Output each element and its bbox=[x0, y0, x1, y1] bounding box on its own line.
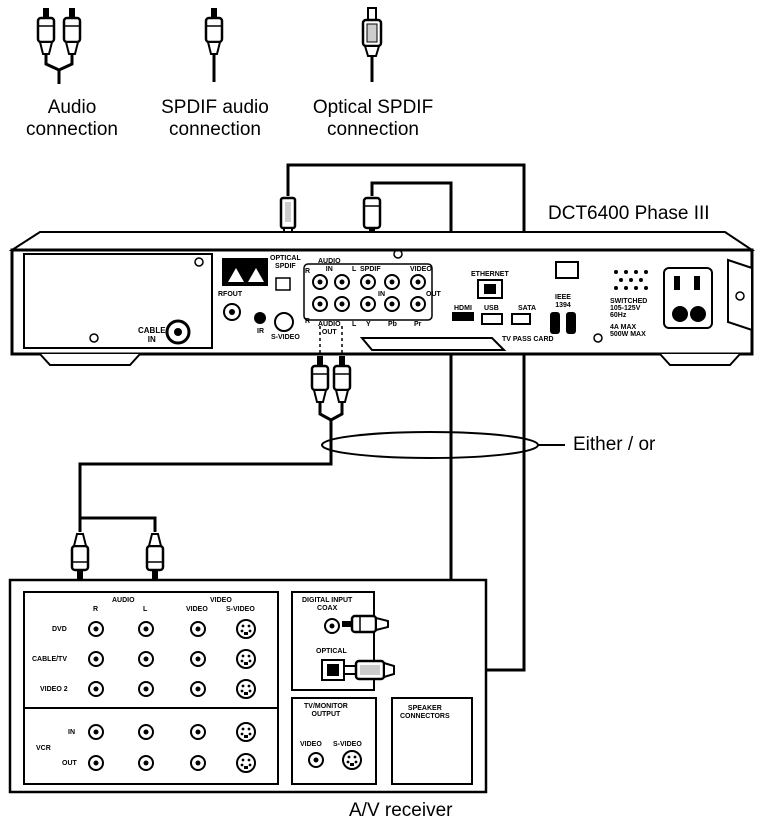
stb-l-bottom-label: L bbox=[352, 321, 357, 328]
stb-spdif-label: SPDIF bbox=[360, 266, 381, 273]
legend-spdif-label: SPDIF audio connection bbox=[161, 97, 269, 140]
stb-max-label: 4A MAX 500W MAX bbox=[610, 324, 646, 338]
device-title: DCT6400 Phase III bbox=[548, 203, 710, 224]
stb-pb-label: Pb bbox=[388, 321, 397, 328]
rcv-cable-tv-label: CABLE/TV bbox=[32, 656, 67, 663]
stb-rfout-label: RFOUT bbox=[218, 291, 243, 298]
rcv-svideo-col-label: S-VIDEO bbox=[226, 606, 255, 613]
stb-audio-in-label: AUDIO IN bbox=[318, 258, 341, 273]
stb-out-label: OUT bbox=[426, 291, 441, 298]
stb-ieee-label: IEEE 1394 bbox=[555, 294, 571, 309]
rcv-out-label: OUT bbox=[62, 760, 77, 767]
stb-r-top-label: R bbox=[305, 268, 311, 275]
stb-audio-out-label: AUDIO OUT bbox=[318, 321, 341, 336]
rcv-tv-svideo-label: S-VIDEO bbox=[333, 741, 362, 748]
either-or-label: Either / or bbox=[573, 434, 656, 455]
stb-switched-label: SWITCHED 105-125V 60Hz bbox=[610, 298, 648, 319]
stb-r-bottom-label: R bbox=[305, 318, 311, 325]
rcv-tv-monitor-label: TV/MONITOR OUTPUT bbox=[304, 703, 348, 718]
stb-usb-label: USB bbox=[484, 305, 499, 312]
rcv-video-col-label: VIDEO bbox=[186, 606, 208, 613]
stb-tv-pass-card-label: TV PASS CARD bbox=[502, 336, 554, 343]
stb-y-label: Y bbox=[366, 321, 371, 328]
stb-ir-label: IR bbox=[257, 328, 264, 335]
stb-sata-label: SATA bbox=[518, 305, 537, 312]
stb-l-top-label: L bbox=[352, 266, 357, 273]
stb-pr-label: Pr bbox=[414, 321, 422, 328]
rcv-optical-label: OPTICAL bbox=[316, 648, 347, 655]
rcv-vcr-label: VCR bbox=[36, 745, 51, 752]
rcv-dvd-label: DVD bbox=[52, 626, 67, 633]
rcv-video2-label: VIDEO 2 bbox=[40, 686, 68, 693]
rcv-audio-label: AUDIO bbox=[112, 597, 135, 604]
legend-optical-label: Optical SPDIF connection bbox=[312, 97, 434, 140]
stb-ethernet-label: ETHERNET bbox=[471, 271, 509, 278]
stb-svideo-label: S-VIDEO bbox=[271, 334, 300, 341]
receiver-title: A/V receiver bbox=[349, 800, 453, 821]
rcv-r-label: R bbox=[93, 606, 99, 613]
audio-connection-icon bbox=[36, 6, 82, 84]
legend-audio-label: Audio connection bbox=[26, 97, 118, 140]
optical-spdif-connection-icon bbox=[361, 7, 383, 82]
rcv-video-label: VIDEO bbox=[210, 597, 232, 604]
stb-optical-spdif-label: OPTICAL SPDIF bbox=[270, 255, 301, 270]
stb-cable-in-label: CABLE IN bbox=[138, 326, 166, 344]
rcv-in-label: IN bbox=[68, 729, 75, 736]
rcv-tv-video-label: VIDEO bbox=[300, 741, 322, 748]
rcv-digital-input-label: DIGITAL INPUT COAX bbox=[302, 597, 353, 612]
receiver-optical-plug bbox=[343, 659, 395, 681]
stb-hdmi-label: HDMI bbox=[454, 305, 472, 312]
spdif-connection-icon bbox=[204, 6, 224, 82]
stb-in-label: IN bbox=[378, 291, 385, 298]
audio-cable bbox=[78, 326, 352, 532]
rcv-l-label: L bbox=[143, 606, 148, 613]
av-receiver bbox=[8, 578, 488, 794]
either-or-ellipse bbox=[321, 431, 539, 459]
set-top-box bbox=[8, 231, 756, 366]
rcv-speaker-label: SPEAKER CONNECTORS bbox=[400, 705, 450, 720]
stb-video-label: VIDEO bbox=[410, 266, 432, 273]
